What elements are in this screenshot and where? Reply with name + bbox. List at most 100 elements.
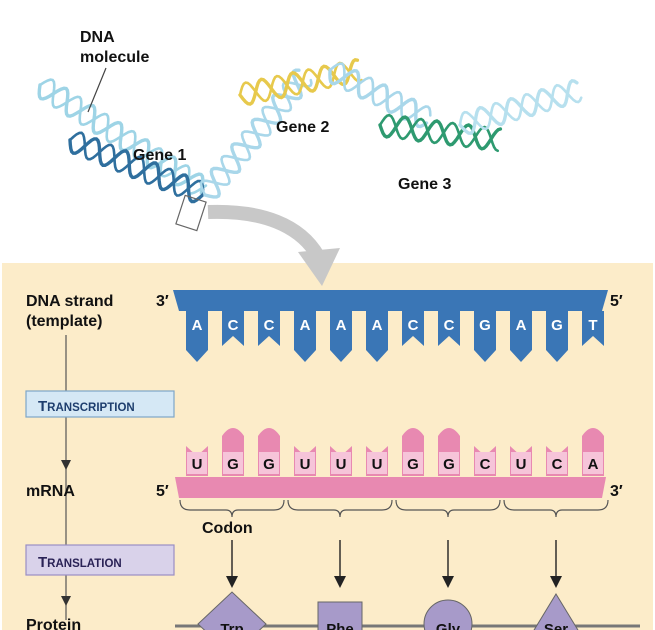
dna-base-11-tooth [546, 311, 568, 362]
gene-1-label: Gene 1 [133, 147, 186, 164]
gene-3-label: Gene 3 [398, 176, 451, 193]
dna-helix-segment-spacer-2-strand-a [328, 68, 429, 129]
mrna-base-6-cell [367, 452, 387, 474]
codon-braces [179, 499, 609, 518]
dna-helix-segment-gene-3-strand-b [378, 113, 499, 153]
dna-helix-segment-spacer-1-strand-a [203, 68, 303, 199]
translation-arrow-1-head [226, 576, 238, 588]
zoom-arrow-head [298, 248, 340, 286]
mrna-base-3-letter: G [263, 456, 275, 473]
dna-base-2-tooth [222, 311, 244, 346]
mrna-base-1-letter: U [192, 456, 203, 473]
mrna-base-9-letter: C [480, 456, 491, 473]
transcription-label: TRANSCRIPTION [38, 398, 135, 415]
dna-molecule-label-line2: molecule [80, 49, 149, 66]
dna-base-9-tooth [474, 311, 496, 362]
dna-base-9-letter: G [479, 317, 491, 334]
dna-base-8-tooth [438, 311, 460, 346]
dna-base-10-letter: A [516, 317, 527, 334]
dna-strand-3prime: 3′ [156, 293, 169, 310]
codon-brace-3 [395, 499, 501, 518]
translation-arrows [226, 540, 562, 588]
codon-brace-2 [287, 499, 393, 518]
mrna-base-10-cell [511, 452, 531, 474]
protein-label: Protein [26, 617, 81, 630]
dna-helix-segment-end-strand-b [458, 83, 583, 131]
mrna-base-11-cell [547, 452, 567, 474]
codon-label: Codon [202, 520, 253, 537]
codon-brace-4 [503, 499, 609, 518]
mrna-base-7-letter: G [407, 456, 419, 473]
dna-base-4-letter: A [300, 317, 311, 334]
dna-base-3-letter: C [264, 317, 275, 334]
mrna-5prime: 5′ [156, 483, 169, 500]
dna-base-1-letter: A [192, 317, 203, 334]
mrna-base-4-letter: U [300, 456, 311, 473]
flow-arrow-to-protein [61, 596, 71, 606]
amino-acid-2-shape [317, 601, 363, 630]
mrna-base-3-cell [259, 452, 279, 474]
amino-acid-1-label: Trp [220, 621, 243, 630]
mrna-base-8-cell [439, 452, 459, 474]
dna-base-3-tooth [258, 311, 280, 346]
dna-helix-segment-gene-3-strand-a [378, 115, 503, 151]
dna-base-8-letter: C [444, 317, 455, 334]
transcription-label-rest: RANSCRIPTION [47, 402, 135, 414]
protein-chain: Trp Phe Gly Ser [197, 591, 579, 630]
dna-helix-segment-gene-2-strand-a [238, 58, 360, 106]
translation-box [25, 544, 175, 576]
amino-acid-3-label: Gly [436, 621, 461, 630]
mrna-3prime: 3′ [610, 483, 623, 500]
mrna-base-4-cell [295, 452, 315, 474]
dna-helix-segment-start-strand-b [38, 78, 208, 195]
mrna-base-10-letter: U [516, 456, 527, 473]
translation-label: TRANSLATION [38, 554, 122, 571]
dna-base-2-letter: C [228, 317, 239, 334]
dna-base-10-tooth [510, 311, 532, 362]
translation-label-first: T [38, 554, 47, 571]
dna-base-6-letter: A [372, 317, 383, 334]
mrna-base-5-cell [331, 452, 351, 474]
translation-arrow-3-head [442, 576, 454, 588]
amino-acid-4-label: Ser [544, 621, 568, 630]
mrna-base-11-letter: C [552, 456, 563, 473]
dna-helix-segment-gene-1-strand-a [68, 137, 206, 204]
mrna-base-5-letter: U [336, 456, 347, 473]
amino-acid-3-shape [423, 599, 473, 630]
mrna-base-8-letter: G [443, 456, 455, 473]
dna-helix [37, 58, 583, 204]
amino-acid-2-label: Phe [326, 621, 354, 630]
mrna-base-6-letter: U [372, 456, 383, 473]
amino-acid-4-shape [533, 593, 579, 630]
codon-brace-1 [179, 499, 285, 518]
dna-base-1-tooth [186, 311, 208, 362]
dna-molecule-label-line1: DNA [80, 29, 115, 46]
dna-strand-label-line2: (template) [26, 313, 102, 330]
dna-base-4-tooth [294, 311, 316, 362]
mrna-base-12-letter: A [588, 456, 599, 473]
dna-base-12-letter: T [588, 317, 597, 334]
mrna-base-1-cell [187, 452, 207, 474]
flow-arrow-to-mrna [61, 460, 71, 470]
transcription-label-first: T [38, 398, 47, 415]
dna-base-12-tooth [582, 311, 604, 346]
mrna-base-9-cell [475, 452, 495, 474]
dna-base-7-tooth [402, 311, 424, 346]
dna-base-6-tooth [366, 311, 388, 362]
mrna-base-7-cell [403, 452, 423, 474]
dna-strand-label-line1: DNA strand [26, 293, 113, 310]
dna-helix-segment-gene-1-strand-b [68, 131, 205, 197]
dna-base-5-letter: A [336, 317, 347, 334]
translation-label-rest: RANSLATION [47, 558, 122, 570]
zoom-arrow-shaft [207, 204, 325, 260]
mrna-base-2-letter: G [227, 456, 239, 473]
mrna-backbone [175, 477, 606, 498]
translation-arrow-2-head [334, 576, 346, 588]
dna-base-5-tooth [330, 311, 352, 362]
mrna-base-2-cell [223, 452, 243, 474]
dna-helix-segment-end-strand-a [458, 79, 579, 136]
